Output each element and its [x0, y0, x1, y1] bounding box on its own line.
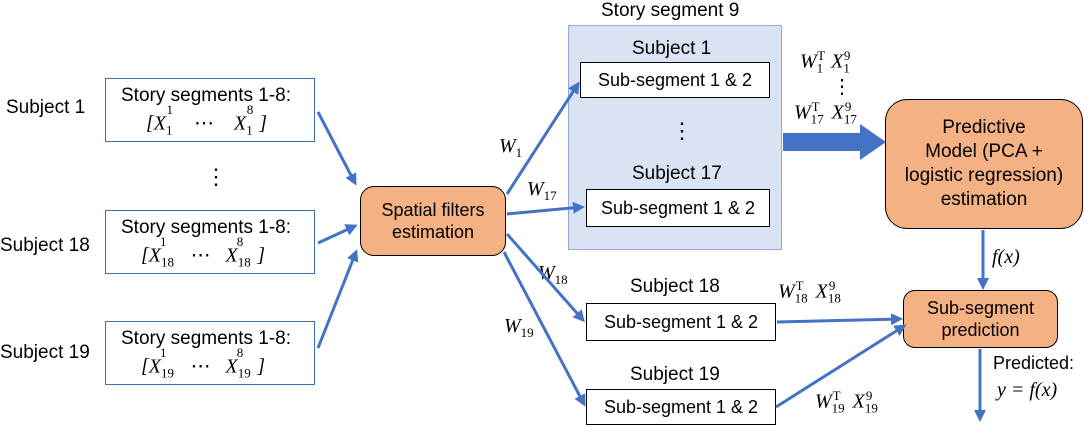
fx-label: f(x) — [992, 246, 1020, 268]
predicted-label: Predicted: — [993, 353, 1075, 373]
story-segments-matrix: [X181 ⋯ X188] — [141, 234, 266, 270]
vertical-ellipsis-left: ⋮ — [205, 164, 227, 189]
arrow-subject19-to-spatial — [316, 249, 359, 349]
subject-19-label: Subject 19 — [0, 342, 90, 363]
predictive-model-line1: Predictive — [942, 117, 1026, 138]
story-segments-matrix: [X191 ⋯ X198] — [141, 345, 266, 381]
subject-18-label: Subject 18 — [0, 235, 90, 256]
panel-vertical-ellipsis: ⋮ — [671, 118, 693, 143]
story-segments-box-subject-1: Story segments 1-8: [X11 ⋯ X18] — [105, 78, 315, 142]
predictive-model-node: Predictive Model (PCA + logistic regress… — [885, 99, 1083, 229]
predictive-model-line2: Model (PCA + — [925, 141, 1043, 162]
weight-w19-label: W19 — [504, 315, 534, 340]
predicted-equation: y = f(x) — [997, 379, 1058, 401]
story-segments-title: Story segments 1-8: — [121, 217, 292, 238]
arrow-spatial-to-subject17 — [506, 201, 585, 216]
story-segments-title: Story segments 1-8: — [121, 85, 292, 106]
arrow-subject1-to-spatial — [316, 111, 357, 186]
arrow-spatial-to-subject1 — [505, 81, 580, 195]
spatial-filters-estimation-node: Spatial filters estimation — [360, 186, 506, 256]
sub-segment-prediction-line1: Sub-segment — [926, 298, 1035, 318]
arrow-subject18-to-spatial — [317, 224, 358, 245]
weight-w1-label: W1 — [499, 135, 523, 160]
panel-sub-segment-box-17: Sub-segment 1 & 2 — [586, 189, 770, 227]
arrow-subject19-to-prediction — [775, 324, 907, 409]
subject-1-label: Subject 1 — [6, 97, 86, 118]
subject-19-right-label: Subject 19 — [630, 364, 720, 385]
story-segments-title: Story segments 1-8: — [121, 328, 292, 349]
story-segments-matrix: [X11 ⋯ X18] — [146, 102, 268, 138]
arrow-subject18-to-prediction — [776, 313, 903, 326]
panel-subject-1-label: Subject 1 — [632, 38, 712, 59]
story-segments-box-subject-18: Story segments 1-8: [X181 ⋯ X188] — [105, 210, 315, 274]
arrow-spatial-to-subject19 — [502, 251, 586, 407]
story-segment-9-title: Story segment 9 — [601, 0, 740, 21]
sub-segment-box-18: Sub-segment 1 & 2 — [586, 303, 776, 341]
story-segments-box-subject-19: Story segments 1-8: [X191 ⋯ X198] — [105, 321, 315, 385]
predictive-model-line3: logistic regression) — [904, 165, 1064, 186]
sub-segment-prediction-line2: prediction — [941, 320, 1020, 340]
panel-sub-segment-box-1: Sub-segment 1 & 2 — [580, 62, 770, 98]
spatial-filters-line1: Spatial filters — [381, 200, 485, 220]
projection-vertical-ellipsis: ⋮ — [832, 76, 852, 98]
weight-w18-label: W18 — [538, 262, 568, 287]
weight-w17-label: W17 — [527, 178, 557, 203]
subject-18-right-label: Subject 18 — [630, 276, 720, 297]
panel-subject-17-label: Subject 17 — [632, 163, 722, 184]
sub-segment-prediction-node: Sub-segment prediction — [903, 290, 1058, 348]
spatial-filters-line2: estimation — [391, 222, 475, 242]
predictive-model-line4: estimation — [940, 189, 1028, 210]
block-arrow-panel-to-model — [783, 124, 886, 160]
arrow-spatial-to-subject18 — [505, 233, 585, 323]
